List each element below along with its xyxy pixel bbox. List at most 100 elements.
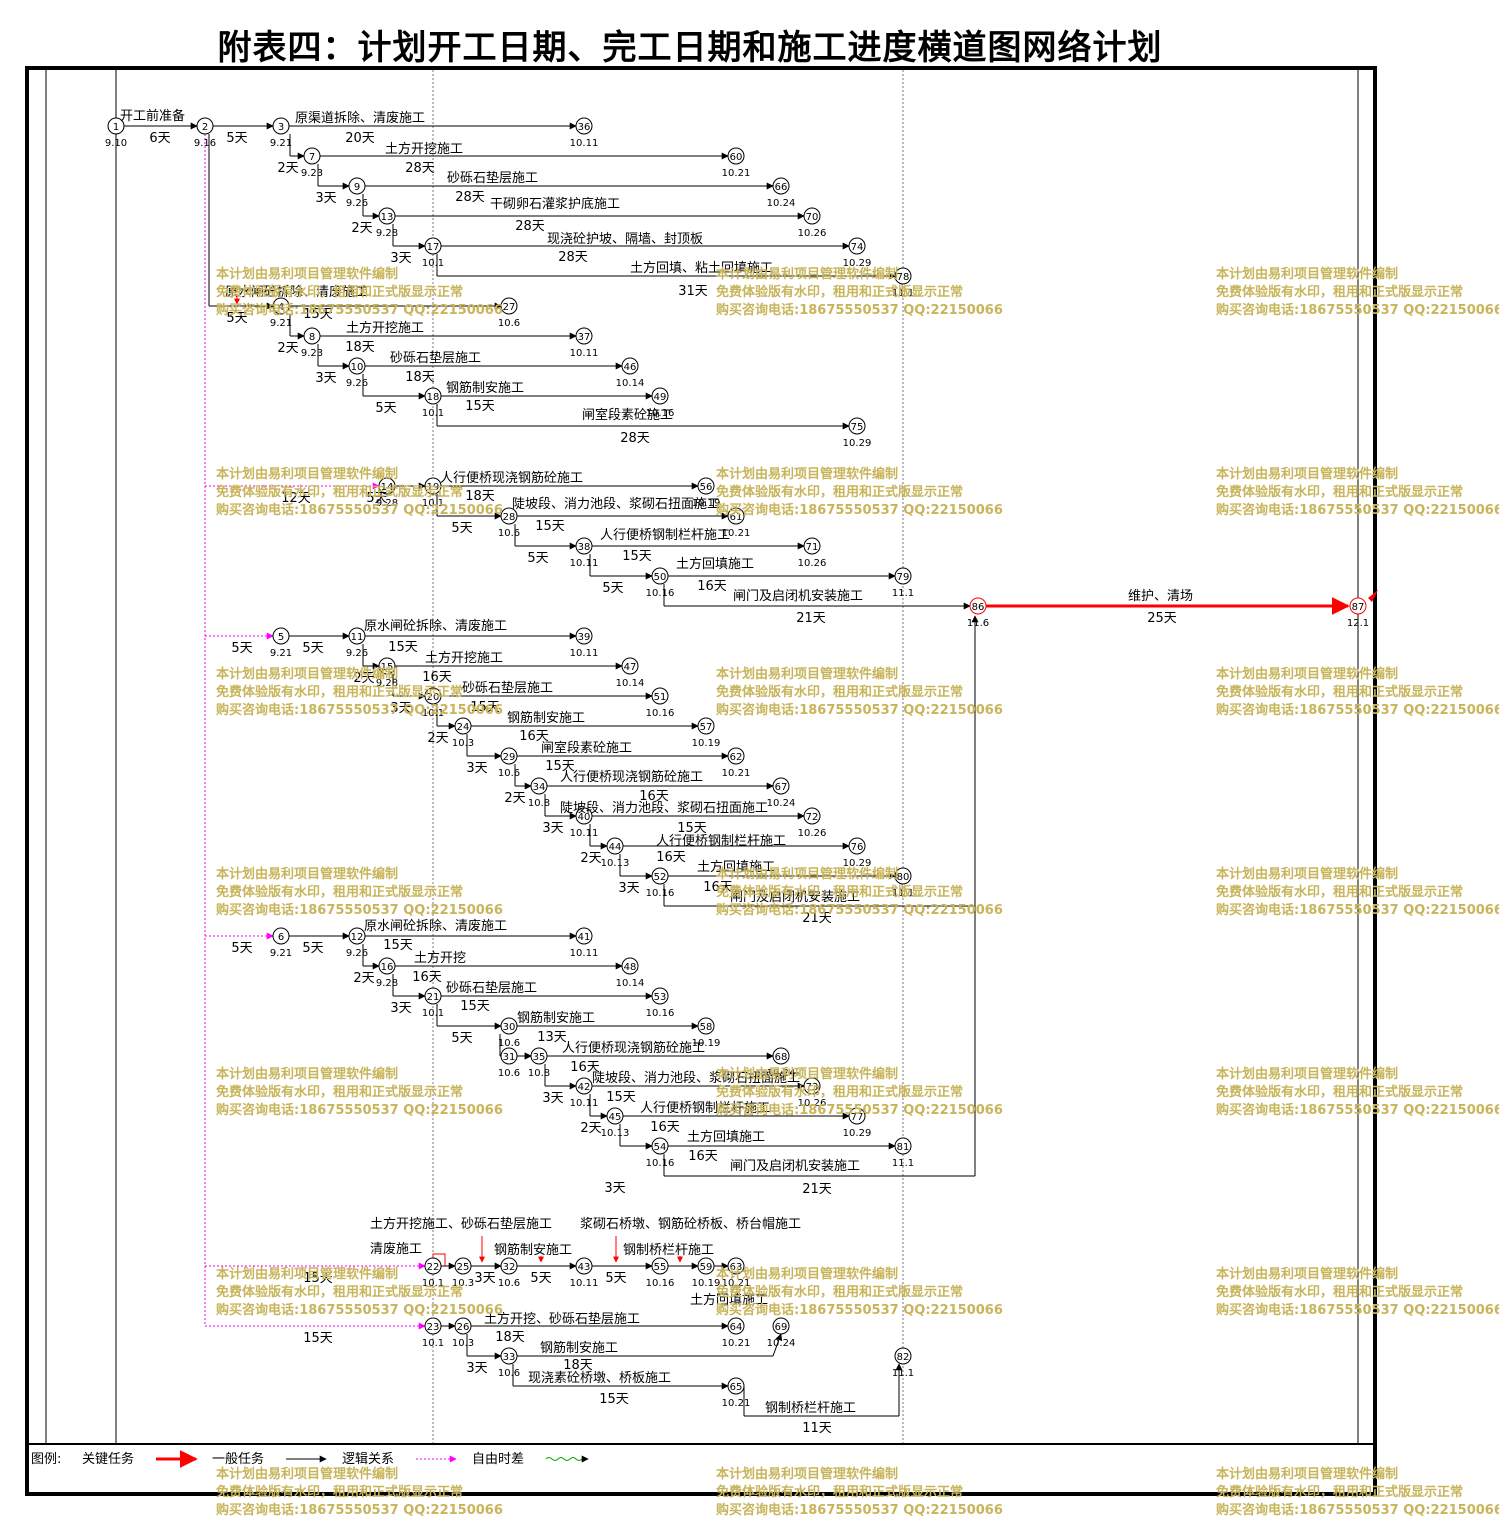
task-duration: 5天 [602,581,623,596]
task-duration: 12天 [281,491,311,506]
node-date: 10.1 [422,1008,444,1019]
node-date: 10.26 [798,228,827,239]
vertical-gridlines [29,70,1375,1445]
task-name: 现浇素砼桥墩、桥板施工 [528,1371,671,1386]
event-node [500,1047,518,1065]
node-id: 27 [503,302,516,313]
node-id: 70 [806,212,819,223]
task-name: 人行便桥现浇钢筋砼施工 [562,1040,705,1056]
event-nodes: 19.1029.1639.2149.2159.2169.2179.2389.23… [105,117,1369,1409]
task-duration: 16天 [656,850,686,865]
watermark-text: 购买咨询电话:18675550537 QQ:22150066 [216,1102,503,1118]
node-id: 52 [654,872,667,883]
task-duration: 2天 [580,1121,601,1136]
task-duration: 15天 [388,640,418,655]
legend-freeslack-wave [545,1457,583,1461]
task-arrow [772,1333,783,1357]
task-duration: 31天 [678,284,708,299]
watermark-text: 免费体验版有水印，租用和正式版显示正常 [716,884,963,900]
event-node [378,477,396,495]
node-date: 10.11 [570,558,599,569]
watermark-text: 免费体验版有水印，租用和正式版显示正常 [216,1084,463,1100]
node-id: 22 [427,1262,440,1273]
task-duration: 3天 [315,371,336,386]
node-date: 10.11 [570,948,599,959]
legend-title: 图例: [31,1452,61,1467]
node-id: 38 [578,542,591,553]
watermark-text: 免费体验版有水印，租用和正式版显示正常 [1216,484,1463,500]
task-duration: 21天 [796,611,826,626]
node-id: 33 [503,1352,516,1363]
node-date: 10.24 [767,1338,796,1349]
task-duration: 2天 [504,791,525,806]
node-id: 32 [503,1262,516,1273]
watermark-text: 购买咨询电话:18675550537 QQ:22150066 [216,1502,503,1517]
node-date: 9.10 [105,138,127,149]
node-date: 10.11 [570,1098,599,1109]
node-date: 10.3 [452,738,474,749]
task-duration: 18天 [563,1358,593,1373]
event-node [651,1257,669,1275]
legend: 图例:关键任务一般任务逻辑关系自由时差 [31,1450,589,1468]
node-date: 10.8 [528,1068,550,1079]
node-id: 29 [503,752,516,763]
node-id: 69 [775,1322,788,1333]
node-id: 86 [972,602,985,613]
node-date: 9.28 [376,678,398,689]
node-date: 10.1 [422,708,444,719]
event-node [1349,597,1367,615]
event-node [848,417,866,435]
event-node [575,807,593,825]
node-id: 50 [654,572,667,583]
node-date: 10.1 [422,1338,444,1349]
watermark-text: 购买咨询电话:18675550537 QQ:22150066 [716,502,1003,518]
node-date: 9.21 [270,138,292,149]
watermark-text: 本计划由易利项目管理软件编制 [216,266,398,282]
task-duration: 5天 [451,521,472,536]
event-node [606,1107,624,1125]
task-name: 闸室段素砼施工 [541,740,632,756]
watermark-text: 免费体验版有水印，租用和正式版显示正常 [216,884,463,900]
event-node [424,387,442,405]
node-id: 3 [278,122,284,133]
logic-arrow [432,1253,446,1266]
task-duration: 2天 [353,671,374,686]
task-name: 陡坡段、消力池段、浆砌石扭面施工 [512,497,720,512]
task-name: 人行便桥钢制栏杆施工 [640,1101,770,1116]
node-date: 10.14 [616,978,645,989]
node-date: 10.21 [722,768,751,779]
node-id: 23 [427,1322,440,1333]
watermark-text: 购买咨询电话:18675550537 QQ:22150066 [216,702,503,718]
node-date: 9.26 [346,378,368,389]
event-node [697,1017,715,1035]
node-id: 78 [897,272,910,283]
node-id: 41 [578,932,591,943]
task-duration: 3天 [474,1271,495,1286]
event-node [772,1317,790,1335]
watermark-text: 购买咨询电话:18675550537 QQ:22150066 [1216,1302,1499,1318]
event-node [621,657,639,675]
node-id: 43 [578,1262,591,1273]
event-node [894,1347,912,1365]
task-duration: 15天 [545,759,575,774]
node-id: 18 [427,392,440,403]
task-duration: 11天 [802,1421,832,1436]
task-duration: 15天 [303,1331,333,1346]
task-name: 干砌卵石灌浆护底施工 [490,196,620,212]
task-name: 土方回填施工 [690,1292,768,1308]
task-name: 现浇砼护坡、隔墙、封顶板 [547,232,703,247]
event-node [575,327,593,345]
event-node [894,867,912,885]
task-name: 开工前准备 [120,108,185,124]
node-id: 13 [381,212,394,223]
event-node [378,207,396,225]
event-node [894,567,912,585]
node-date: 10.24 [767,798,796,809]
node-id: 45 [609,1112,622,1123]
task-duration: 18天 [345,340,375,355]
watermark-text: 本计划由易利项目管理软件编制 [1216,266,1398,282]
node-id: 30 [503,1022,516,1033]
node-date: 10.1 [422,1278,444,1289]
watermark-text: 免费体验版有水印，租用和正式版显示正常 [216,1284,463,1300]
node-id: 77 [851,1112,864,1123]
